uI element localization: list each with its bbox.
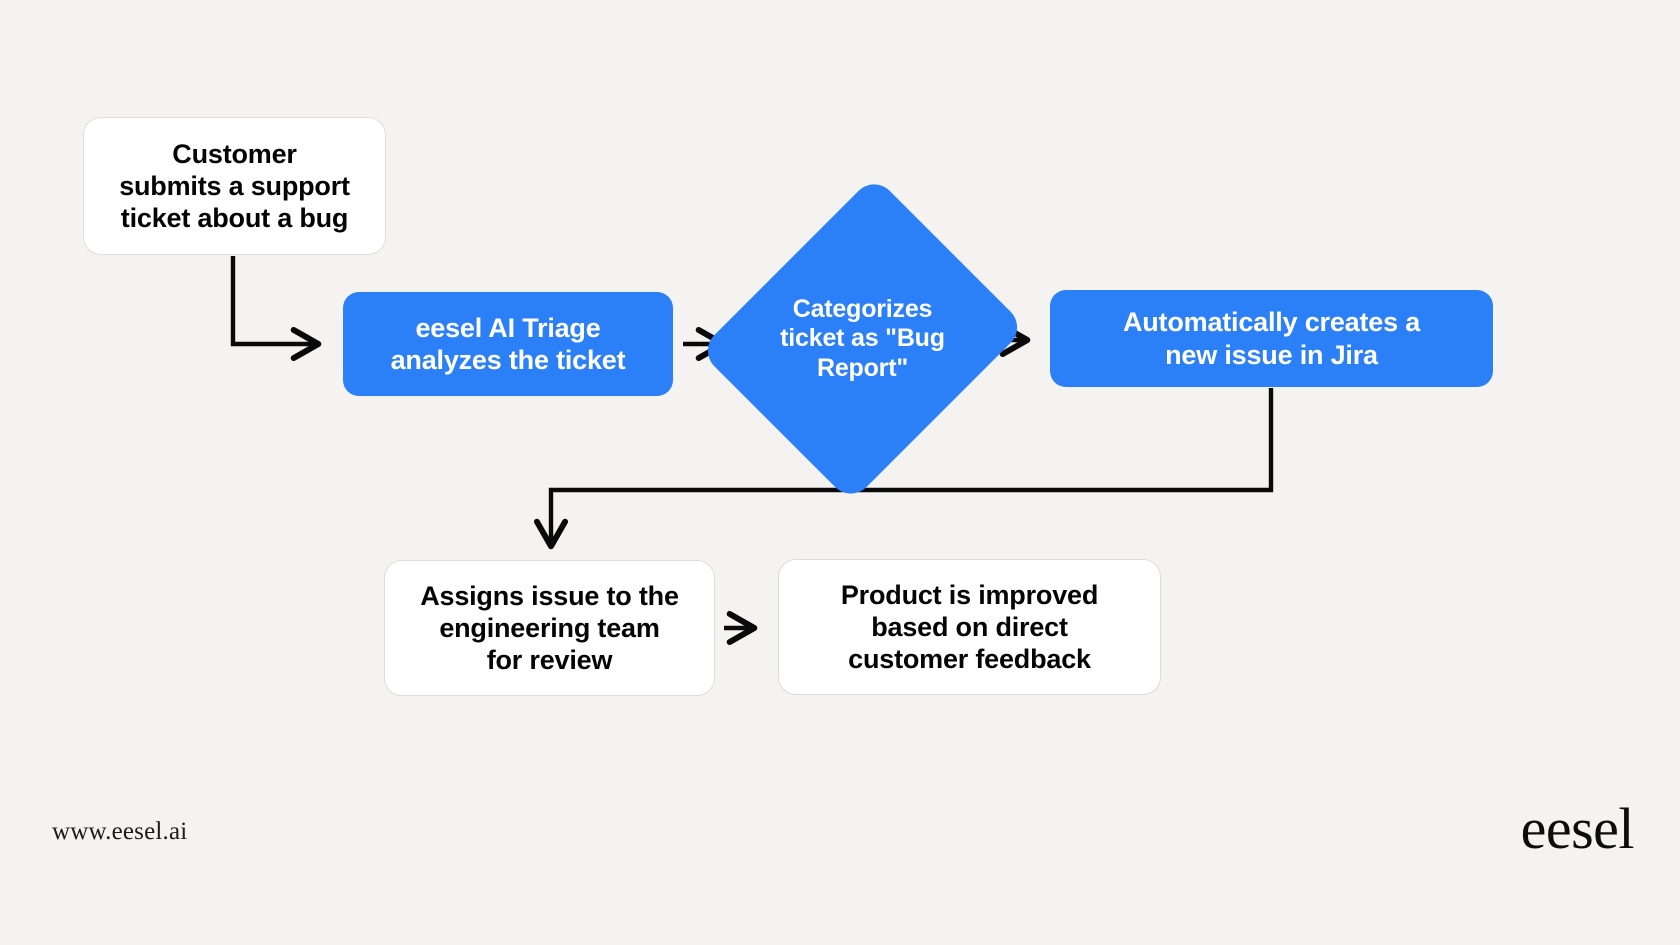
node-customer-ticket[interactable]: Customer submits a support ticket about … (83, 117, 386, 255)
node-label: Customer submits a support ticket about … (119, 138, 350, 234)
node-product-improved[interactable]: Product is improved based on direct cust… (778, 559, 1161, 695)
node-label: eesel AI Triage analyzes the ticket (390, 312, 626, 375)
node-create-jira-issue[interactable]: Automatically creates a new issue in Jir… (1050, 290, 1493, 387)
node-label: Product is improved based on direct cust… (840, 579, 1099, 675)
connector-customer-to-triage (230, 256, 322, 362)
node-label: Automatically creates a new issue in Jir… (1122, 307, 1421, 370)
node-eesel-triage[interactable]: eesel AI Triage analyzes the ticket (343, 292, 673, 396)
node-label: Assigns issue to the engineering team fo… (420, 580, 679, 676)
footer-url[interactable]: www.eesel.ai (52, 818, 188, 845)
node-label: Categorizes ticket as "Bug Report" (780, 294, 945, 382)
brand-logo: eesel (1520, 796, 1635, 861)
node-assign-engineering[interactable]: Assigns issue to the engineering team fo… (384, 560, 715, 696)
node-categorize-decision[interactable]: Categorizes ticket as "Bug Report" (698, 175, 1027, 503)
